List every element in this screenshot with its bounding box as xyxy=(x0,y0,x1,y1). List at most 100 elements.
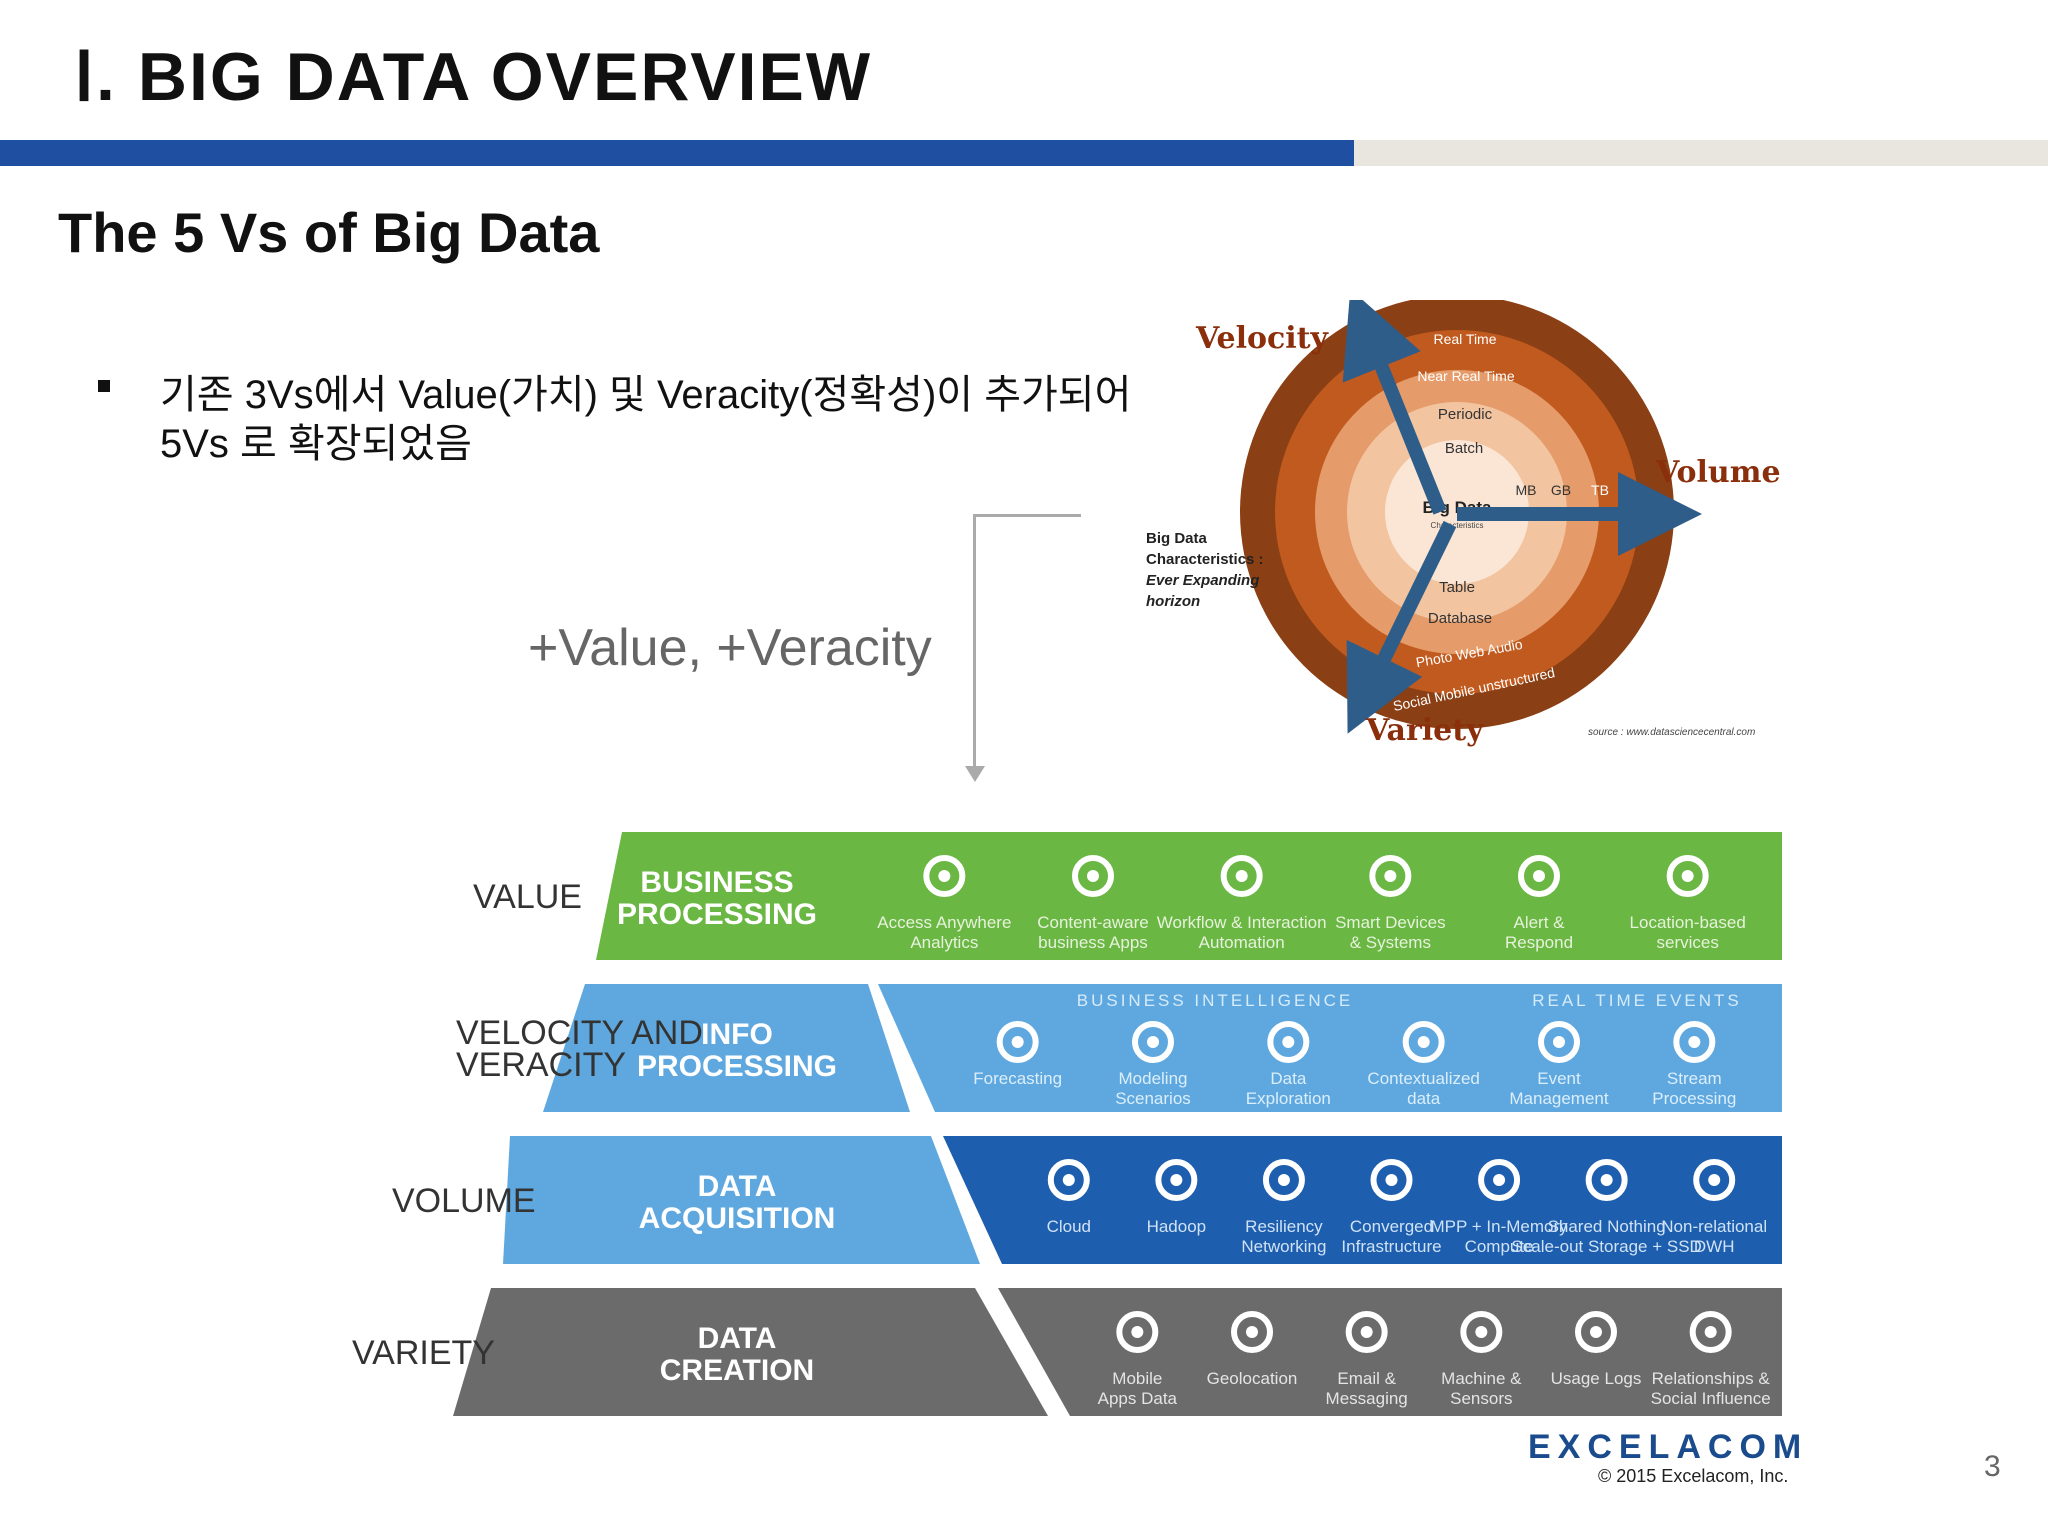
item-caption-browser-window-line-2: business Apps xyxy=(1038,933,1148,952)
item-caption-browser-window-line-1: Content-aware xyxy=(1037,913,1149,932)
item-caption-devices-line-2: Analytics xyxy=(910,933,978,952)
row-label-2-line-2: VERACITY xyxy=(456,1046,626,1084)
item-caption-network-nodes-line-1: Resiliency xyxy=(1245,1217,1323,1236)
database-icon xyxy=(1693,1159,1736,1201)
item-caption-rocket-line-2: Exploration xyxy=(1246,1089,1331,1108)
tier-label-3-line-1: DATA xyxy=(698,1170,777,1203)
item-caption-converged-line-1: Converged xyxy=(1350,1217,1433,1236)
item-caption-storage-drive-line-1: Shared Nothing xyxy=(1548,1217,1666,1236)
item-caption-location-pin-line-1: Location-based xyxy=(1630,913,1746,932)
variety-label: Variety xyxy=(1365,713,1485,748)
item-caption-stream-waves-line-2: Processing xyxy=(1652,1089,1736,1108)
tier-shape-3 xyxy=(503,1136,980,1264)
eye-icon xyxy=(996,1021,1039,1063)
tier-label-4-line-2: CREATION xyxy=(660,1354,814,1387)
header-bar-blue xyxy=(0,140,1354,166)
item-caption-chip-line-1: MPP + In-Memory xyxy=(1431,1217,1569,1236)
item-caption-trend-line-line-1: Usage Logs xyxy=(1551,1369,1642,1388)
network-nodes-icon xyxy=(1262,1159,1305,1201)
characteristics-note-line-2: Characteristics : xyxy=(1146,551,1264,568)
characteristics-note-line-1: Big Data xyxy=(1146,530,1207,547)
item-caption-elephant-line-1: Hadoop xyxy=(1147,1217,1207,1236)
connector-line-horizontal xyxy=(973,514,1081,517)
page-number: 3 xyxy=(1984,1450,2001,1483)
big-data-circle-diagram: Real Time Near Real Time Periodic Batch … xyxy=(1195,300,1781,748)
sensor-icon xyxy=(1460,1311,1503,1353)
item-caption-calendar-line-1: Event xyxy=(1537,1069,1581,1088)
cloud-icon xyxy=(1047,1159,1090,1201)
item-caption-sensor-line-1: Machine & xyxy=(1441,1369,1522,1388)
item-caption-devices-line-1: Access Anywhere xyxy=(877,913,1011,932)
ring-label-batch: Batch xyxy=(1445,440,1483,457)
slide-subtitle: The 5 Vs of Big Data xyxy=(58,201,600,264)
item-caption-database-line-2: DWH xyxy=(1694,1237,1735,1256)
band-shape-3 xyxy=(943,1136,1782,1264)
calendar-icon xyxy=(1538,1021,1580,1063)
additions-label: +Value, +Veracity xyxy=(528,619,932,677)
variety-arrow xyxy=(1346,520,1457,734)
page-title: Ⅰ. BIG DATA OVERVIEW xyxy=(74,39,873,115)
item-caption-smartphone-line-2: & Systems xyxy=(1350,933,1431,952)
stream-waves-icon xyxy=(1673,1021,1716,1063)
item-caption-location-pin-line-2: services xyxy=(1656,933,1718,952)
characteristics-note-line-4: horizon xyxy=(1146,593,1201,610)
trend-line-icon xyxy=(1575,1311,1617,1353)
item-caption-cloud-line-1: Cloud xyxy=(1047,1217,1091,1236)
workflow-icon xyxy=(1220,855,1263,897)
people-icon xyxy=(1689,1311,1732,1353)
tier-label-2-line-2: PROCESSING xyxy=(637,1050,837,1083)
ring-label-database: Database xyxy=(1428,610,1492,627)
devices-icon xyxy=(923,855,966,897)
ring-label-periodic: Periodic xyxy=(1438,406,1493,423)
item-caption-alert-line-2: Respond xyxy=(1505,933,1573,952)
volume-label: Volume xyxy=(1655,455,1781,490)
band-shape-1 xyxy=(813,832,1782,960)
tier-shape-2 xyxy=(543,984,910,1112)
unit-mb: MB xyxy=(1516,482,1537,498)
down-arrow-icon xyxy=(965,766,985,782)
rocket-icon xyxy=(1267,1021,1310,1063)
item-caption-calendar-line-2: Management xyxy=(1509,1089,1609,1108)
bullet-marker xyxy=(98,380,110,392)
unit-gb: GB xyxy=(1551,482,1571,498)
item-caption-envelope-line-1: Email & xyxy=(1337,1369,1396,1388)
velocity-label: Velocity xyxy=(1195,321,1330,356)
bullet-text-line-2: 5Vs 로 확장되었음 xyxy=(160,422,472,466)
item-caption-mobile-app-line-2: Apps Data xyxy=(1098,1389,1178,1408)
item-caption-rocket-line-1: Data xyxy=(1270,1069,1306,1088)
source-note: source : www.datasciencecentral.com xyxy=(1588,727,1756,738)
row-label-4: VARIETY xyxy=(352,1334,495,1372)
item-caption-mobile-app-line-1: Mobile xyxy=(1112,1369,1162,1388)
envelope-icon xyxy=(1345,1311,1388,1353)
item-caption-sensor-line-2: Sensors xyxy=(1450,1389,1512,1408)
chip-icon xyxy=(1478,1159,1521,1201)
hierarchy-icon xyxy=(1132,1021,1174,1063)
tier-label-1-line-2: PROCESSING xyxy=(617,898,817,931)
alert-icon xyxy=(1518,855,1560,897)
tier-label-4-line-1: DATA xyxy=(698,1322,777,1355)
excelacom-logo: EXCELACOM xyxy=(1528,1428,1809,1466)
item-caption-smartphone-line-1: Smart Devices xyxy=(1335,913,1446,932)
smartphone-icon xyxy=(1369,855,1412,897)
location-pin-icon xyxy=(1666,855,1709,897)
item-caption-chip-line-2: Compute xyxy=(1465,1237,1534,1256)
tier-label-2-line-1: INFO xyxy=(701,1018,773,1051)
item-caption-globe-line-2: data xyxy=(1407,1089,1441,1108)
section-label-real-time-events: REAL TIME EVENTS xyxy=(1532,991,1742,1010)
item-caption-database-line-1: Non-relational xyxy=(1661,1217,1767,1236)
ring-label-real-time: Real Time xyxy=(1433,331,1496,347)
item-caption-people-line-1: Relationships & xyxy=(1652,1369,1771,1388)
storage-drive-icon xyxy=(1585,1159,1628,1201)
item-caption-alert-line-1: Alert & xyxy=(1513,913,1565,932)
copyright-text: © 2015 Excelacom, Inc. xyxy=(1598,1466,1789,1486)
item-caption-network-nodes-line-2: Networking xyxy=(1241,1237,1326,1256)
header-bar-gray xyxy=(1354,140,2048,166)
item-caption-hierarchy-line-2: Scenarios xyxy=(1115,1089,1191,1108)
tier-shape-1 xyxy=(596,832,855,960)
item-caption-globe-line-1: Contextualized xyxy=(1367,1069,1479,1088)
tier-label-3-line-2: ACQUISITION xyxy=(639,1202,836,1235)
velocity-arrow xyxy=(1342,300,1447,515)
row-label-2-line-1: VELOCITY AND xyxy=(456,1014,703,1052)
item-caption-stream-waves-line-1: Stream xyxy=(1667,1069,1722,1088)
